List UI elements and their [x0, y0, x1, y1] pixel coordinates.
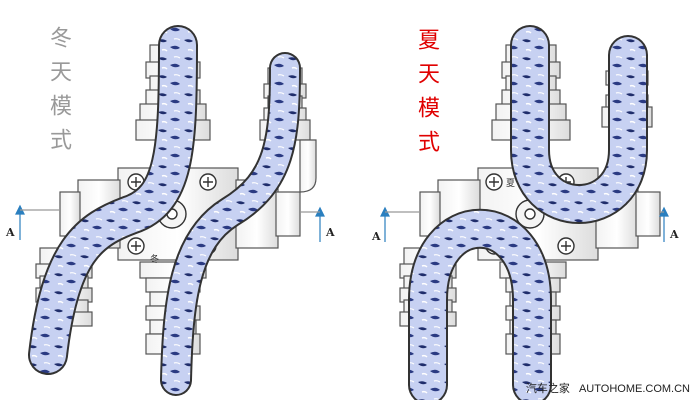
watermark-brand: 汽车之家: [525, 383, 570, 395]
autohome-watermark: 汽车之家 AUTOHOME.COM.CN: [520, 380, 690, 396]
watermark-site: AUTOHOME.COM.CN: [578, 383, 690, 395]
summer-mode-label: 夏天模式: [414, 28, 439, 164]
winter-hoses: [28, 25, 301, 396]
summer-valve-mark: 夏: [506, 179, 516, 189]
summer-hoses: [408, 25, 648, 400]
winter-right-a-marker: A: [326, 226, 335, 239]
winter-section-arrows: [15, 204, 325, 242]
summer-section-arrows: [380, 206, 669, 242]
winter-valve-mark: 冬: [150, 255, 160, 265]
summer-right-a-marker: A: [670, 228, 679, 241]
winter-mode-label: 冬天模式: [46, 26, 71, 162]
summer-left-a-marker: A: [372, 230, 381, 243]
winter-left-a-marker: A: [6, 226, 15, 239]
